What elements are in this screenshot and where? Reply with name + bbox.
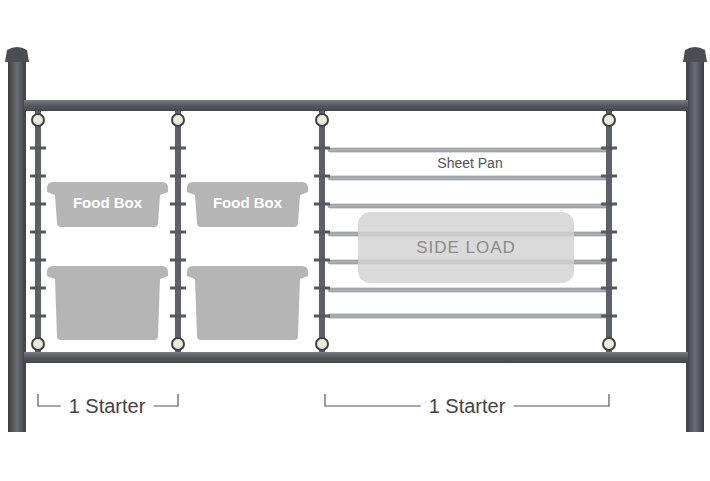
post	[5, 47, 707, 432]
sheet-pan	[328, 148, 612, 152]
caster-dot	[172, 338, 184, 350]
slide-tick	[601, 259, 617, 262]
sheet-pan	[328, 288, 612, 292]
top-rail	[24, 100, 688, 111]
caster-dot	[603, 338, 615, 350]
slide-tick	[30, 231, 46, 234]
sheet-pan	[328, 204, 612, 208]
caster-dot	[32, 114, 44, 126]
slide-tick	[30, 147, 46, 150]
starter-label: 1 Starter	[61, 395, 154, 418]
caster-dot	[603, 114, 615, 126]
caster-dot	[316, 338, 328, 350]
slide-tick	[601, 147, 617, 150]
slide-tick	[314, 259, 330, 262]
slide-tick	[314, 287, 330, 290]
part-label: Sheet Pan	[429, 155, 510, 171]
starter-label: 1 Starter	[421, 395, 514, 418]
slide-tick	[170, 147, 186, 150]
slide-tick	[601, 287, 617, 290]
slide-tick	[601, 231, 617, 234]
slide-tick	[314, 203, 330, 206]
box-label: Food Box	[213, 194, 282, 211]
slide-tick	[30, 203, 46, 206]
slide-tick	[170, 259, 186, 262]
box-label: Food Box	[73, 194, 142, 211]
slide-tick	[601, 203, 617, 206]
slide-tick	[170, 231, 186, 234]
slide-tick	[170, 287, 186, 290]
side-load-box: SIDE LOAD	[358, 212, 574, 283]
food-box: Food Box	[47, 182, 168, 227]
slide-tick	[170, 175, 186, 178]
slide-tick	[314, 147, 330, 150]
sheet-pan	[328, 314, 612, 318]
bottom-rail	[24, 352, 688, 363]
slide-tick	[314, 175, 330, 178]
slide-tick	[601, 315, 617, 318]
food-box: Food Box	[187, 182, 308, 227]
box-label: SIDE LOAD	[416, 238, 516, 258]
caster-dot	[32, 338, 44, 350]
slide-tick	[170, 203, 186, 206]
caster-dot	[316, 114, 328, 126]
starter-uprights	[30, 111, 617, 352]
caster-dot	[172, 114, 184, 126]
slide-tick	[170, 315, 186, 318]
sheet-pans	[328, 148, 612, 318]
slide-tick	[30, 259, 46, 262]
slide-tick	[601, 175, 617, 178]
sheet-pan	[328, 176, 612, 180]
slide-tick	[30, 287, 46, 290]
slide-tick	[30, 175, 46, 178]
slide-tick	[314, 315, 330, 318]
slide-tick	[314, 231, 330, 234]
slide-tick	[30, 315, 46, 318]
